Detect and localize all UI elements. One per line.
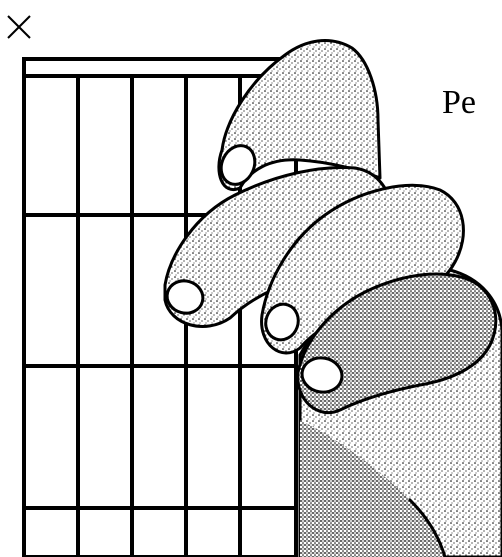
fretboard-and-hand	[0, 0, 502, 557]
chord-diagram: Pe	[0, 0, 502, 557]
